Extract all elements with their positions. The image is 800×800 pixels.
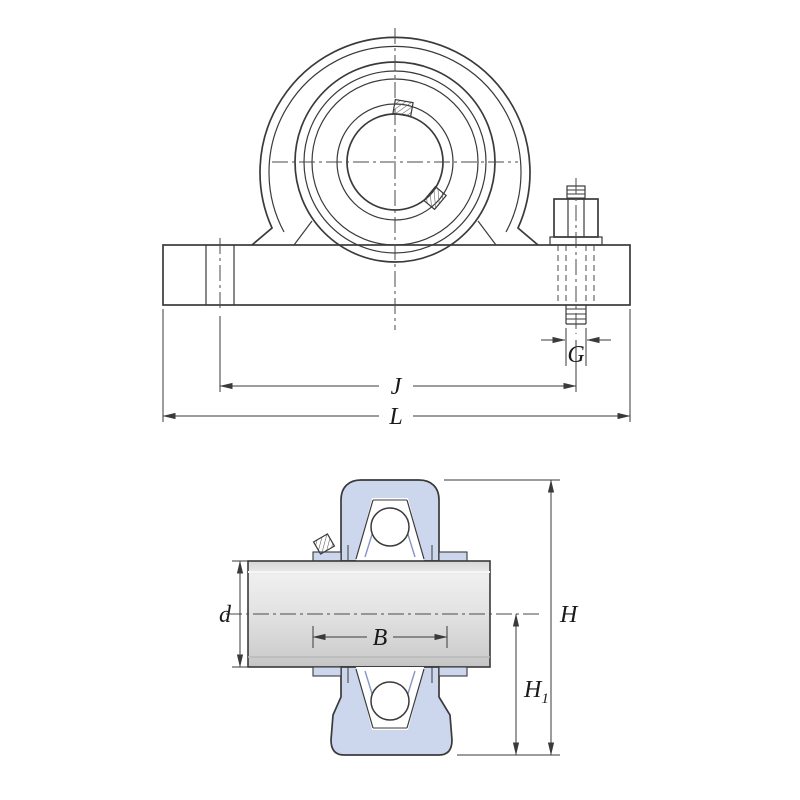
grub-screw <box>312 533 336 555</box>
housing-rib-right <box>477 220 497 246</box>
race-line <box>355 499 374 560</box>
dim-label-d: d <box>219 602 232 628</box>
dim-L: L <box>162 309 631 430</box>
dim-H: H <box>444 479 579 756</box>
race-line <box>355 668 374 729</box>
housing-top-section <box>312 479 468 562</box>
inner-ring-collar-bottom-right <box>438 666 468 677</box>
set-screw-side <box>423 185 447 211</box>
grub-screw-body <box>312 533 336 555</box>
inner-ring-collar-top-right <box>438 551 468 562</box>
dim-label-H1-sub: 1 <box>541 691 549 707</box>
set-screw-top <box>392 98 414 118</box>
set-screw-top-body <box>392 98 414 118</box>
ball-bottom <box>370 681 410 721</box>
race-line <box>406 499 425 560</box>
dim-label-L: L <box>388 404 402 430</box>
dim-B: B <box>312 625 448 651</box>
dim-label-H: H <box>559 602 579 628</box>
dim-d: d <box>219 560 248 668</box>
anchor-bolt <box>549 178 603 334</box>
base-plate <box>162 244 631 306</box>
inner-ring-collar-top-left <box>312 551 342 562</box>
housing-rib-left <box>293 220 313 246</box>
side-view: d B H H1 <box>219 479 579 756</box>
base-slot-left <box>205 238 235 312</box>
dim-label-B: B <box>373 625 388 651</box>
inner-ring-collar-bottom-left <box>312 666 342 677</box>
front-view: G J L <box>162 28 631 430</box>
housing-dome-inner-wall <box>268 45 522 233</box>
dim-label-J: J <box>391 374 403 400</box>
center-lines <box>272 28 518 330</box>
housing-bottom-section <box>312 666 468 756</box>
dim-label-H1-base: H <box>523 677 543 703</box>
dim-label-H1: H1 <box>523 677 549 707</box>
ball-top <box>370 507 410 547</box>
dim-J: J <box>219 316 577 400</box>
dim-H1: H1 <box>512 613 549 756</box>
race-line <box>406 668 425 729</box>
set-screw-side-body <box>423 185 447 211</box>
